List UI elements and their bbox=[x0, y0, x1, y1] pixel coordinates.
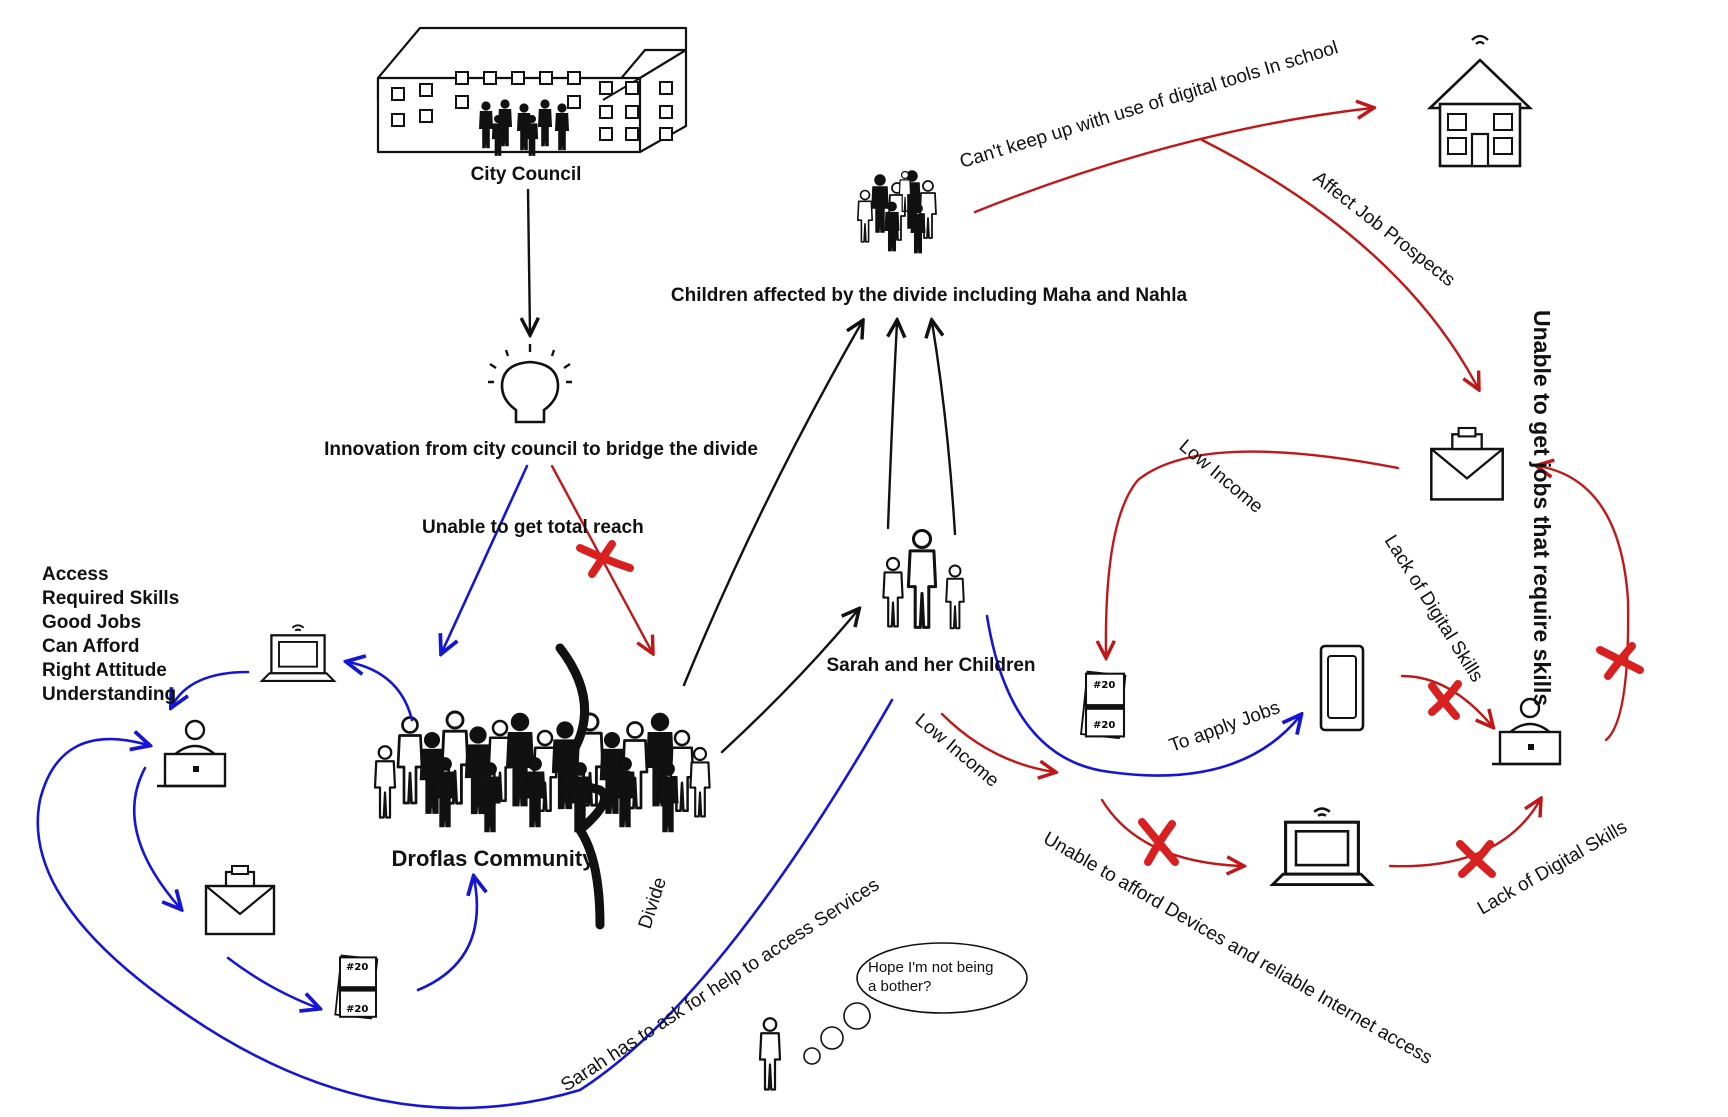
thought-line-1: Hope I'm not being bbox=[868, 959, 993, 976]
list-item: Good Jobs bbox=[42, 612, 141, 633]
people-group-icon bbox=[373, 710, 711, 833]
money-labels: #20 #20 #20 #20 bbox=[346, 680, 1115, 1015]
divide-line bbox=[555, 643, 609, 930]
money-label: #20 bbox=[346, 962, 368, 973]
node-community: Droflas Community bbox=[392, 846, 596, 871]
edge-sarah-ask: Sarah has to ask for help to access Serv… bbox=[557, 874, 883, 1096]
money-label: #20 bbox=[346, 1004, 368, 1015]
edge-lack-digital-bottom: Lack of Digital Skills bbox=[1474, 817, 1631, 920]
list-item: Access bbox=[42, 564, 109, 585]
building-icon bbox=[376, 26, 688, 156]
list-item: Required Skills bbox=[42, 588, 179, 609]
arrows bbox=[36, 108, 1630, 1110]
left-list: Access Required Skills Good Jobs Can Aff… bbox=[42, 564, 179, 705]
briefcase-icon bbox=[204, 864, 276, 936]
node-city-council: City Council bbox=[471, 164, 582, 185]
node-sarah: Sarah and her Children bbox=[826, 655, 1035, 676]
list-item: Understanding bbox=[42, 684, 176, 705]
laptop-icon bbox=[1271, 806, 1373, 887]
list-item: Can Afford bbox=[42, 636, 139, 657]
edge-lack-digital-top: Lack of Digital Skills bbox=[1380, 532, 1487, 686]
school-icon bbox=[1426, 34, 1534, 168]
laptop-icon bbox=[260, 624, 336, 683]
node-children: Children affected by the divide includin… bbox=[671, 285, 1188, 306]
thought-bubble bbox=[803, 942, 1028, 1065]
edge-unable-jobs: Unable to get jobs that require skills bbox=[1529, 310, 1555, 706]
people-group-icon bbox=[882, 528, 965, 630]
money-label: #20 bbox=[1093, 680, 1115, 691]
divide-label: Divide bbox=[635, 875, 671, 932]
person-laptop-icon bbox=[1490, 697, 1562, 766]
edge-unable-afford: Unable to afford Devices and reliable In… bbox=[1040, 828, 1436, 1069]
person-laptop-icon bbox=[155, 719, 227, 788]
thought-line-2: a bother? bbox=[868, 978, 931, 995]
person-icon bbox=[758, 1017, 782, 1091]
lightbulb-icon bbox=[488, 344, 572, 424]
blocked-marks bbox=[576, 540, 1644, 878]
money-label: #20 bbox=[1093, 720, 1115, 731]
briefcase-icon bbox=[1430, 426, 1504, 501]
edge-affect-job: Affect Job Prospects bbox=[1309, 167, 1459, 291]
edge-unable-reach: Unable to get total reach bbox=[422, 517, 644, 538]
edge-low-income-top: Low Income bbox=[1175, 436, 1267, 518]
people-group-icon bbox=[856, 170, 937, 254]
phone-icon bbox=[1319, 644, 1365, 732]
node-innovation: Innovation from city council to bridge t… bbox=[324, 439, 758, 460]
list-item: Right Attitude bbox=[42, 660, 167, 681]
